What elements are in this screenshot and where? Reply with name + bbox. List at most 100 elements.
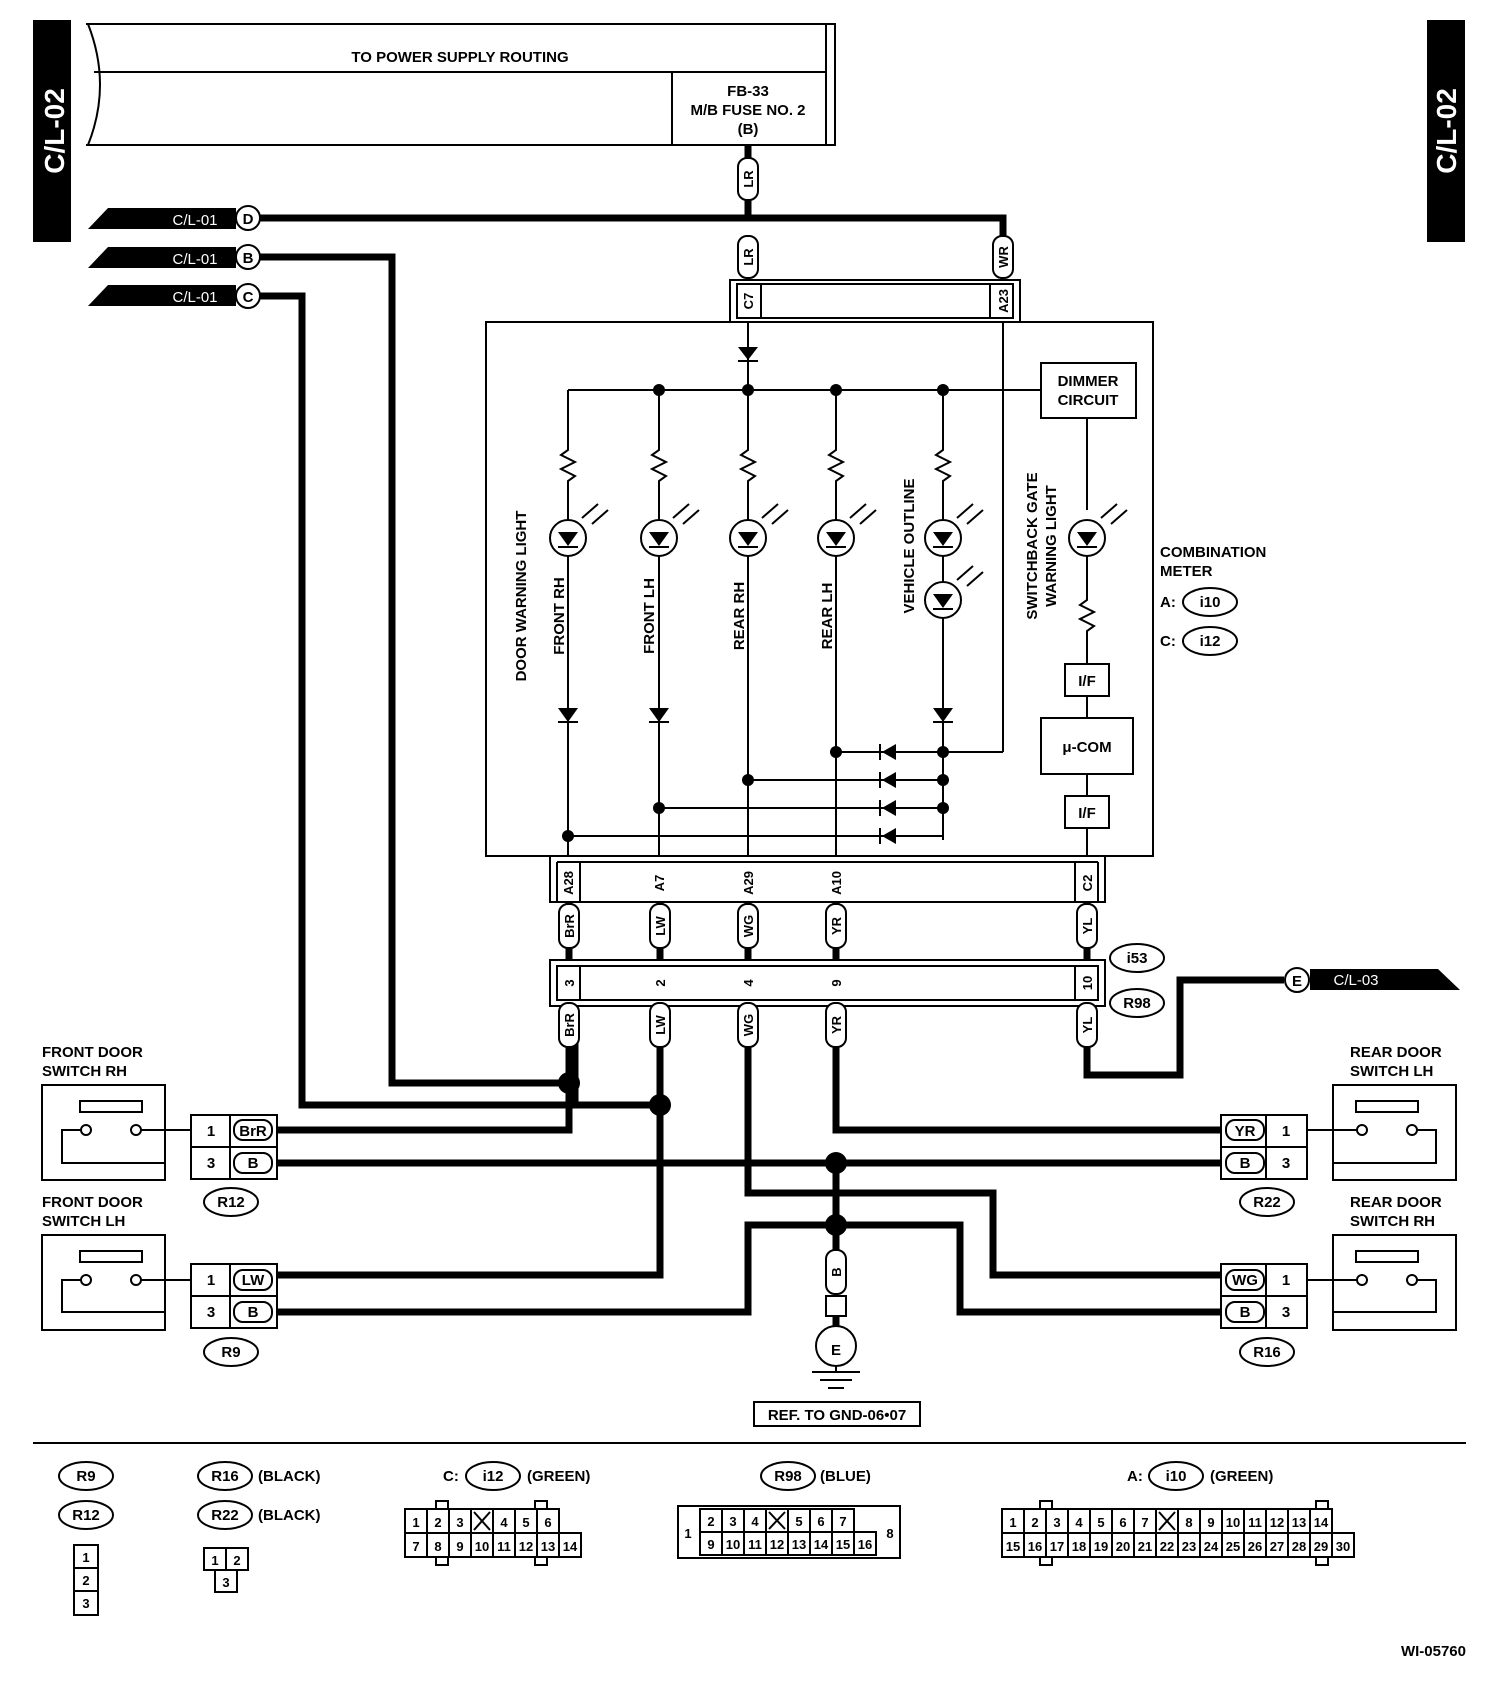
front-rh-pin-3: 3 — [207, 1155, 215, 1172]
door-warning-light-label: DOOR WARNING LIGHT — [513, 511, 530, 682]
legend-r9: R9 — [76, 1468, 95, 1485]
front-lh-wire-3: B — [248, 1304, 259, 1321]
i10-row2-pin-label: 17 — [1050, 1539, 1064, 1554]
i10-row2-pin-label: 27 — [1270, 1539, 1284, 1554]
offpage-c: C/L-01 C — [88, 283, 261, 309]
rear-rh-wire-3: B — [1240, 1304, 1251, 1321]
left-page-tag-label: C/L-02 — [39, 88, 70, 174]
legend-i10-color: (GREEN) — [1210, 1468, 1273, 1485]
wire-label-yl-lower: YL — [1080, 1017, 1095, 1034]
if-label-2: I/F — [1078, 805, 1096, 822]
rear-door-switch-lh: REAR DOOR SWITCH LH YR B 1 3 R22 — [1220, 1044, 1457, 1217]
harness-pin-9: 9 — [829, 979, 844, 986]
offpage-c-label: C/L-01 — [172, 289, 217, 306]
front-rh-title-2: SWITCH RH — [42, 1063, 127, 1080]
offpage-e-label: C/L-03 — [1333, 972, 1378, 989]
meter-internal-circuit: DIMMER CIRCUIT — [513, 322, 1137, 856]
harness-pin-2: 2 — [653, 979, 668, 986]
offpage-c-letter: C — [243, 289, 254, 306]
offpage-e: C/L-03 E — [1284, 967, 1460, 993]
i10-row1-pin-label: 4 — [1075, 1515, 1083, 1530]
front-rh-wire-1: BrR — [239, 1123, 267, 1140]
legend-r16-pin-1: 1 — [211, 1553, 218, 1568]
top-wire-labels: LR LR WR — [737, 157, 1014, 279]
wire-label-yl-upper: YL — [1080, 918, 1095, 935]
ground-wire-label: B — [829, 1267, 844, 1276]
pin-c7: C7 — [741, 293, 756, 310]
wire-label-wg-upper: WG — [741, 915, 756, 937]
i10-row1-pin-label: 10 — [1226, 1515, 1240, 1530]
front-lh-label: FRONT LH — [641, 578, 658, 654]
legend-r16-pin-3: 3 — [222, 1575, 229, 1590]
r98-row1-blank-mark — [768, 1511, 786, 1530]
r98-row2-pin-label: 15 — [836, 1537, 850, 1552]
offpage-e-letter: E — [1292, 973, 1302, 990]
meter-name-block: COMBINATION METER A: i10 C: i12 — [1160, 544, 1266, 656]
conn-r22: R22 — [1253, 1194, 1281, 1211]
i10-row2-pin-label: 28 — [1292, 1539, 1306, 1554]
conn-r9: R9 — [221, 1344, 240, 1361]
meter-conn-a: i10 — [1200, 594, 1221, 611]
offpage-b-letter: B — [243, 250, 254, 267]
offpage-d-label: C/L-01 — [172, 212, 217, 229]
r98-row1-pin-label: 2 — [707, 1514, 714, 1529]
i10-row1-pin-label: 11 — [1248, 1515, 1262, 1530]
offpage-d-letter: D — [243, 211, 254, 228]
legend-r9-pin-1: 1 — [82, 1550, 89, 1565]
i10-row2-pin-label: 30 — [1336, 1539, 1350, 1554]
front-rh-title-1: FRONT DOOR — [42, 1044, 143, 1061]
lower-wire-labels: BrR LW WG YR YL — [558, 1002, 1098, 1048]
rear-lh-wire-3: B — [1240, 1155, 1251, 1172]
wire-label-lw-upper: LW — [653, 916, 668, 936]
r98-row1-pin-label: 7 — [839, 1514, 846, 1529]
ground-symbol: B E REF. TO GND-06•07 — [753, 1249, 921, 1427]
front-rh-wire-3: B — [248, 1155, 259, 1172]
splice-points — [558, 1072, 847, 1236]
harness-pin-3: 3 — [562, 979, 577, 986]
rear-rh-title-2: SWITCH RH — [1350, 1213, 1435, 1230]
i10-row2-pin-label: 18 — [1072, 1539, 1086, 1554]
r98-row1-pin-label: 5 — [795, 1514, 802, 1529]
switchback-label-2: WARNING LIGHT — [1043, 485, 1060, 607]
r98-pin-left: 1 — [684, 1526, 691, 1541]
i12-row1-pin-label: 1 — [412, 1515, 419, 1530]
i12-row1-pin-label: 5 — [522, 1515, 529, 1530]
right-page-tag — [1427, 20, 1465, 242]
rear-lh-pin-3: 3 — [1282, 1155, 1290, 1172]
rear-lh-label: REAR LH — [819, 583, 836, 650]
legend-i10: i10 — [1166, 1468, 1187, 1485]
i12-row2-pin-label: 8 — [434, 1539, 441, 1554]
i12-row1-blank-mark — [473, 1511, 491, 1531]
i10-row2-pin-label: 24 — [1204, 1539, 1219, 1554]
wire-label-wr: WR — [996, 246, 1011, 268]
i12-row2-pin-label: 13 — [541, 1539, 555, 1554]
legend-i12-color: (GREEN) — [527, 1468, 590, 1485]
pin-a23: A23 — [996, 289, 1011, 313]
ucom-label: μ-COM — [1062, 739, 1111, 756]
i10-row2-pin-label: 21 — [1138, 1539, 1152, 1554]
pin-a10: A10 — [829, 871, 844, 895]
front-door-switch-rh: FRONT DOOR SWITCH RH 1 3 BrR B R12 — [41, 1044, 278, 1217]
rear-rh-label: REAR RH — [731, 582, 748, 650]
legend-r16: R16 — [211, 1468, 239, 1485]
i12-row2-pin-label: 12 — [519, 1539, 533, 1554]
wire-label-yr-upper: YR — [829, 916, 844, 935]
rear-rh-pin-1: 1 — [1282, 1272, 1290, 1289]
legend-r16-color: (BLACK) — [258, 1468, 320, 1485]
i10-row1-pin-label: 7 — [1141, 1515, 1148, 1530]
r98-row2-pin-label: 10 — [726, 1537, 740, 1552]
i10-row2-pin-label: 26 — [1248, 1539, 1262, 1554]
wire-label-wg-lower: WG — [741, 1014, 756, 1036]
i10-row2-pin-label: 19 — [1094, 1539, 1108, 1554]
front-rh-pin-1: 1 — [207, 1123, 215, 1140]
pin-a29: A29 — [741, 871, 756, 895]
legend-r22-color: (BLACK) — [258, 1507, 320, 1524]
i10-row2-pin-label: 20 — [1116, 1539, 1130, 1554]
fuse-line3: (B) — [738, 121, 759, 138]
wire-label-brr-lower: BrR — [562, 1012, 577, 1036]
i10-row1-pin-label: 14 — [1314, 1515, 1329, 1530]
i12-row2-pin-label: 9 — [456, 1539, 463, 1554]
legend-i10-prefix: A: — [1127, 1468, 1143, 1485]
i10-row1-pin-label: 8 — [1185, 1515, 1192, 1530]
r98-row2-pin-label: 14 — [814, 1537, 829, 1552]
